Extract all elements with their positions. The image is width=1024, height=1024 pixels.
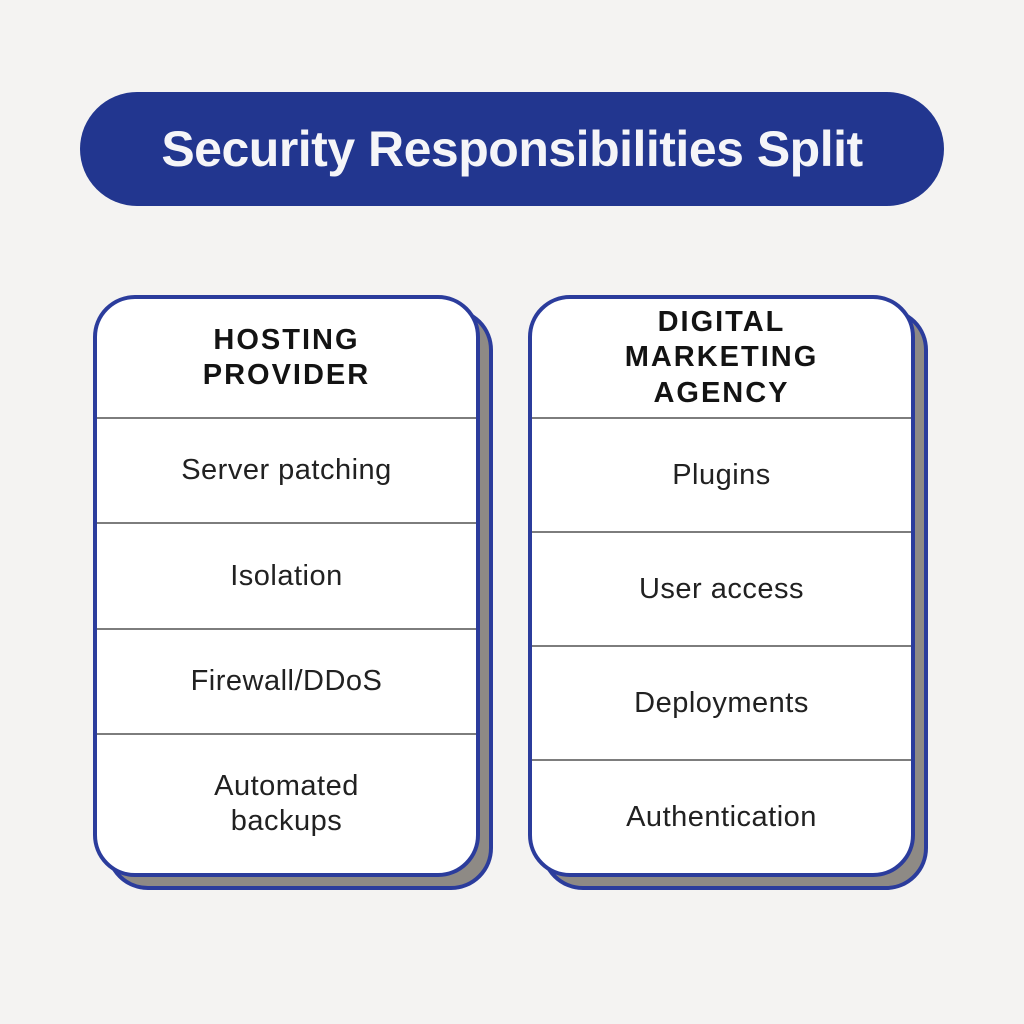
- table-row: Plugins: [532, 417, 911, 531]
- table-row: Firewall/DDoS: [97, 627, 476, 733]
- hosting-provider-table: HOSTING PROVIDER Server patching Isolati…: [93, 295, 480, 877]
- title-banner: Security Responsibilities Split: [80, 92, 944, 206]
- table-row: Deployments: [532, 645, 911, 759]
- table-row: Isolation: [97, 522, 476, 627]
- page-title: Security Responsibilities Split: [161, 121, 863, 177]
- digital-marketing-agency-table: DIGITAL MARKETING AGENCY Plugins User ac…: [528, 295, 915, 877]
- table-row: Authentication: [532, 759, 911, 873]
- card-digital-marketing-agency: DIGITAL MARKETING AGENCY Plugins User ac…: [528, 295, 928, 890]
- card-hosting-provider: HOSTING PROVIDER Server patching Isolati…: [93, 295, 493, 890]
- table-row: Automated backups: [97, 732, 476, 873]
- table-row: Server patching: [97, 417, 476, 522]
- digital-marketing-agency-header: DIGITAL MARKETING AGENCY: [624, 305, 819, 409]
- hosting-provider-header: HOSTING PROVIDER: [202, 323, 371, 391]
- table-row: User access: [532, 531, 911, 645]
